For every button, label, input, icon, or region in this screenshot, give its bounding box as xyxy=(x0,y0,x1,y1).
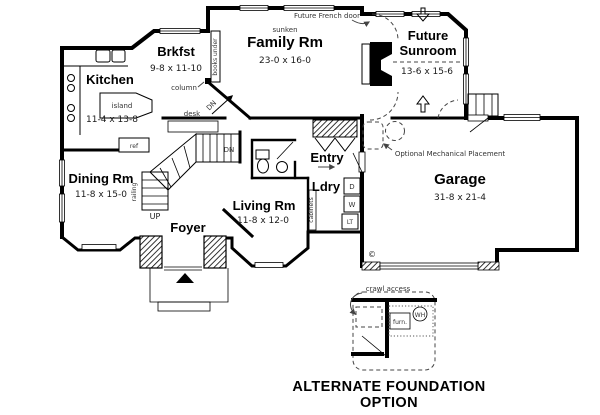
books-under-wall xyxy=(210,30,221,83)
powder-room xyxy=(250,138,310,180)
room-kitchen: Kitchen 11-4 x 13-8 island ref xyxy=(60,49,153,153)
stairs-dn-label: DN xyxy=(224,146,235,154)
room-sunroom: Future Sunroom 13-6 x 15-6 xyxy=(369,7,468,121)
crawl-access-label: crawl access xyxy=(366,285,411,293)
dining-dims: 11-8 x 15-0 xyxy=(75,190,127,200)
staircase: desk UP DN railing xyxy=(131,110,242,221)
garage-label: Garage xyxy=(434,171,486,188)
desk-label: desk xyxy=(184,110,201,118)
living-label: Living Rm xyxy=(233,198,296,213)
sunroom-label-2: Sunroom xyxy=(399,43,456,58)
foyer-label: Foyer xyxy=(170,220,205,235)
dryer-label: D xyxy=(349,183,354,191)
family-dims: 23-0 x 16-0 xyxy=(259,56,311,66)
porch-pier-left xyxy=(139,235,163,269)
arrow-up-icon xyxy=(416,95,430,113)
ldry-label: Ldry xyxy=(312,179,341,194)
books-under-label: books under xyxy=(212,38,219,76)
room-dining: Dining Rm 11-8 x 15-0 xyxy=(69,171,134,200)
room-entry: Entry xyxy=(310,119,366,173)
cabinets-label: cabinets xyxy=(308,197,315,222)
island-label: island xyxy=(112,102,133,110)
foundation-caption-line1: ALTERNATE FOUNDATION xyxy=(292,379,485,395)
water-heater-label: WH xyxy=(415,312,425,319)
arrow-down-icon xyxy=(415,7,431,22)
laundry-tub-label: LT xyxy=(347,219,354,226)
foyer-porch: Foyer xyxy=(139,220,229,312)
french-door-label: Future French door xyxy=(294,12,360,20)
kitchen-label: Kitchen xyxy=(86,72,134,87)
column-label: column xyxy=(171,84,197,92)
foundation-inset: crawl access furn. WH ALTERNATE FOUNDATI… xyxy=(292,285,485,411)
washer-label: W xyxy=(349,201,356,209)
refrigerator xyxy=(118,137,150,153)
front-door-marker xyxy=(176,273,194,283)
sunken-label: sunken xyxy=(272,26,297,34)
brkfst-dims: 9-8 x 11-10 xyxy=(150,64,202,74)
entry-closet xyxy=(312,119,358,138)
brkfst-label: Brkfst xyxy=(157,44,195,59)
furnace-label: furn. xyxy=(393,319,407,326)
living-dims: 11-8 x 12-0 xyxy=(237,216,289,226)
sunroom-dims: 13-6 x 15-6 xyxy=(401,67,453,77)
room-garage: Optional Mechanical Placement Garage 31-… xyxy=(361,93,506,271)
kitchen-island xyxy=(99,92,153,119)
entry-label: Entry xyxy=(310,150,344,165)
kitchen-dims: 11-4 x 13-8 xyxy=(86,115,138,125)
porch-pier-right xyxy=(203,235,227,269)
railing-label: railing xyxy=(131,182,138,201)
mech-label: Optional Mechanical Placement xyxy=(395,150,506,158)
foundation-caption-line2: OPTION xyxy=(360,395,418,411)
family-label: Family Rm xyxy=(247,34,323,51)
garage-dims: 31-8 x 21-4 xyxy=(434,193,486,203)
stairs-up-label: UP xyxy=(150,212,161,221)
copyright-mark: © xyxy=(368,250,376,259)
room-family: sunken Family Rm 23-0 x 16-0 Future Fren… xyxy=(205,12,392,121)
dining-label: Dining Rm xyxy=(69,171,134,186)
sunroom-label-1: Future xyxy=(408,28,448,43)
room-ldry: Ldry D W LT cabinets xyxy=(306,176,361,234)
room-living: Living Rm 11-8 x 12-0 xyxy=(221,198,296,239)
ref-label: ref xyxy=(130,143,139,150)
